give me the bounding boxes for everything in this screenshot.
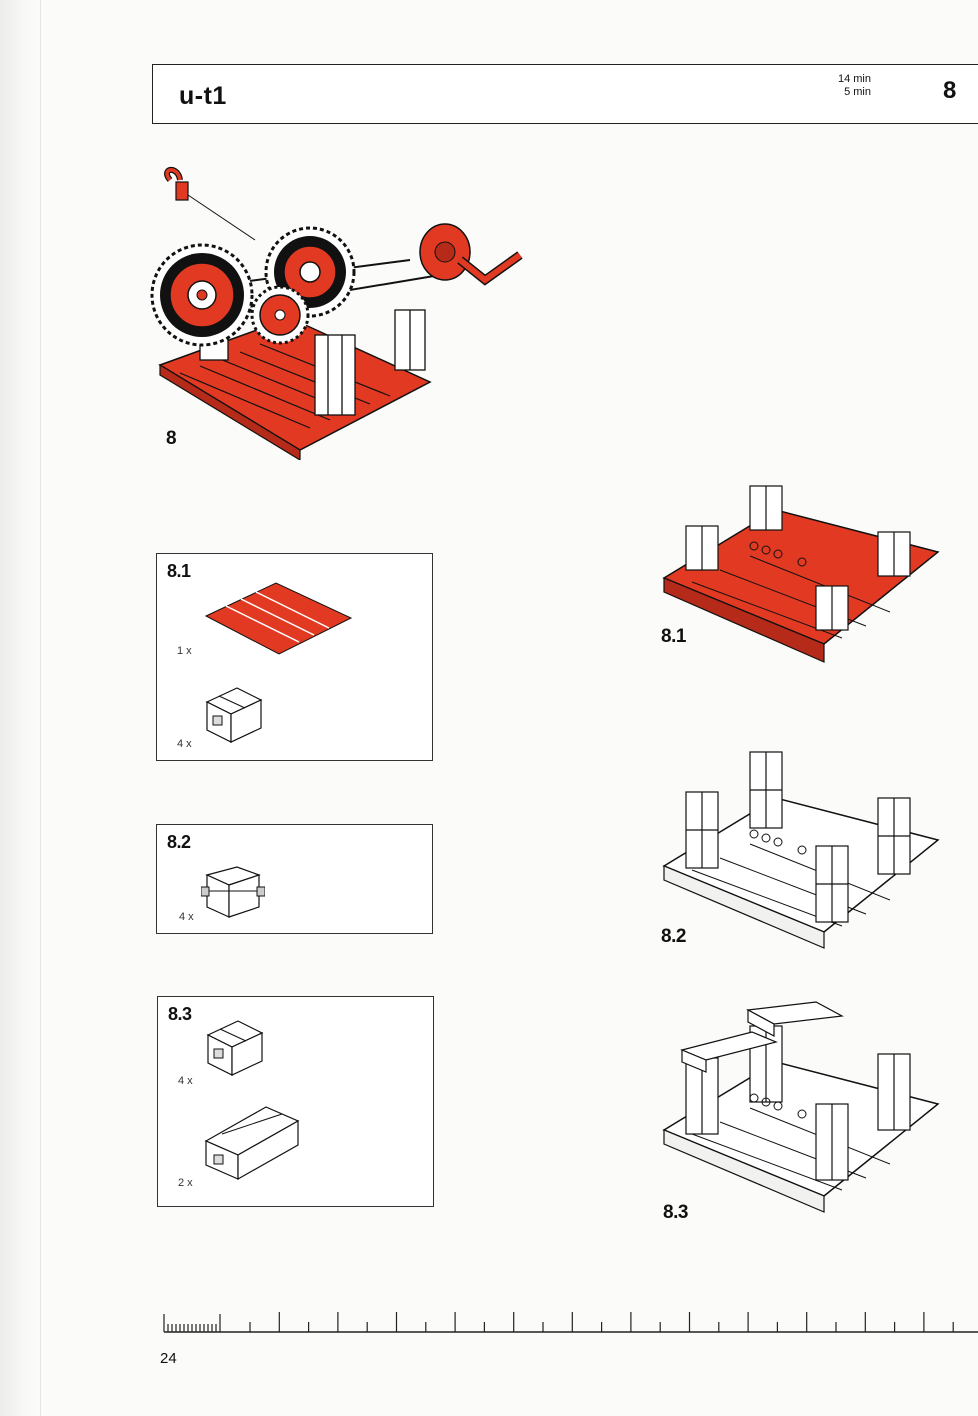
instruction-header: u-t1 14 min 5 min 8: [152, 64, 978, 124]
qty-building-block-connector: 4 x: [179, 911, 194, 923]
step-8-2-illustration: [662, 751, 940, 949]
long-building-block-icon: [204, 1106, 300, 1181]
build-times: 14 min 5 min: [821, 73, 871, 99]
building-block-icon: [205, 687, 263, 743]
page-number: 24: [160, 1350, 177, 1367]
parts-box-8-1: 8.1 1 x 4 x: [156, 553, 433, 761]
step-8-1-label: 8.1: [661, 626, 686, 647]
step-8-2-label: 8.2: [661, 926, 686, 947]
step-8-1-illustration: [662, 485, 940, 663]
parts-box-title: 8.1: [167, 561, 191, 581]
crank-handle: [419, 223, 523, 286]
gear-small: [250, 285, 310, 345]
page-binding-line: [40, 0, 41, 1416]
hook: [164, 166, 256, 241]
model-name: u-t1: [179, 82, 227, 110]
gear-large-left: [150, 243, 254, 347]
building-block-icon: [206, 1020, 264, 1076]
qty-building-block: 4 x: [177, 738, 192, 750]
parts-box-title: 8.2: [167, 832, 191, 852]
qty-base-plate: 1 x: [177, 645, 192, 657]
red-base-plate-icon: [204, 582, 353, 655]
step-8-3-label: 8.3: [663, 1202, 688, 1223]
assembled-model-illustration: [150, 166, 523, 460]
page-binding-edge: [0, 0, 36, 1416]
ruler: [163, 1312, 978, 1333]
time-2: 5 min: [844, 86, 871, 98]
parts-box-8-2: 8.2 4 x: [156, 824, 433, 934]
parts-box-8-3: 8.3 4 x 2 x: [157, 996, 434, 1207]
time-1: 14 min: [837, 73, 871, 85]
building-block-connector-icon: [201, 866, 265, 918]
step-number: 8: [943, 77, 957, 104]
step-8-3-illustration: [662, 1001, 940, 1213]
qty-building-block: 4 x: [178, 1075, 193, 1087]
main-figure-label: 8: [166, 428, 177, 449]
parts-box-title: 8.3: [168, 1004, 192, 1024]
qty-long-building-block: 2 x: [178, 1177, 193, 1189]
